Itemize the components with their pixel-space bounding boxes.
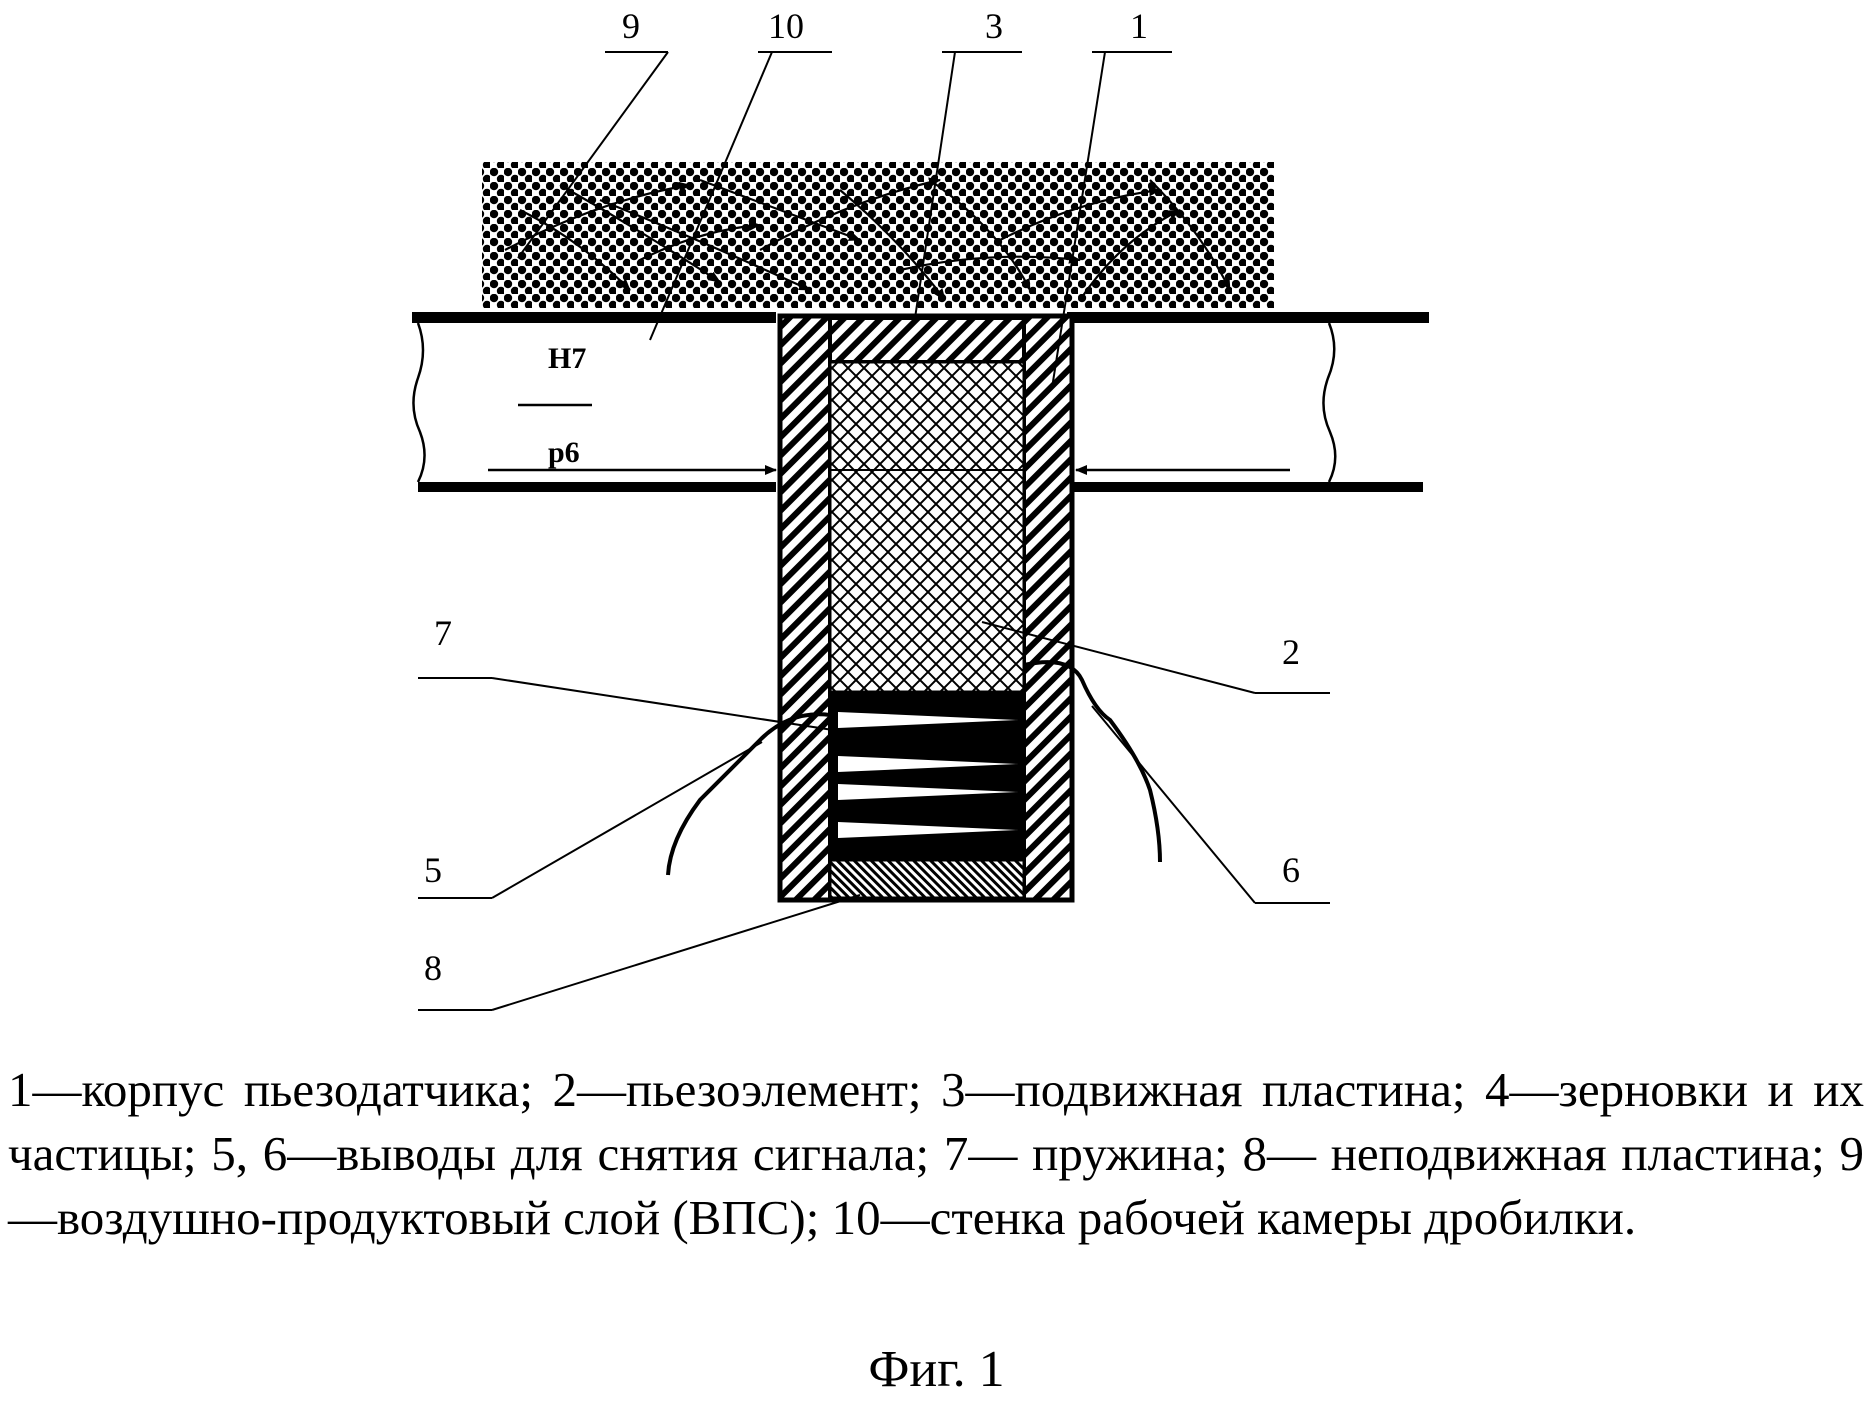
callout-3: 3 — [985, 6, 1003, 46]
figure-number: Фиг. 1 — [868, 1341, 1005, 1398]
signal-lead-left — [666, 712, 831, 876]
callout-9: 9 — [622, 6, 640, 46]
fixed-plate — [828, 858, 1026, 900]
figure-legend: 1—корпус пьезодатчика; 2—пьезоэлемент; 3… — [8, 1062, 1864, 1245]
piezo-element — [828, 360, 1026, 694]
callout-5: 5 — [424, 850, 442, 890]
callout-1: 1 — [1130, 6, 1148, 46]
air-product-layer — [482, 162, 1274, 308]
fit-hole-label: H7 — [548, 342, 586, 375]
movable-plate — [828, 316, 1026, 364]
callout-8: 8 — [424, 948, 442, 988]
signal-lead-right — [1023, 660, 1162, 863]
sensor-diagram: H7 p6 9 10 3 1 2 7 5 6 8 — [412, 6, 1429, 1011]
chamber-wall — [412, 312, 1429, 492]
spring — [830, 692, 1024, 860]
callout-2: 2 — [1282, 632, 1300, 672]
callout-6: 6 — [1282, 850, 1300, 890]
leader-lines — [418, 51, 1330, 1011]
fit-shaft-label: p6 — [548, 436, 580, 469]
callout-10: 10 — [768, 6, 804, 46]
callout-7: 7 — [434, 613, 452, 653]
